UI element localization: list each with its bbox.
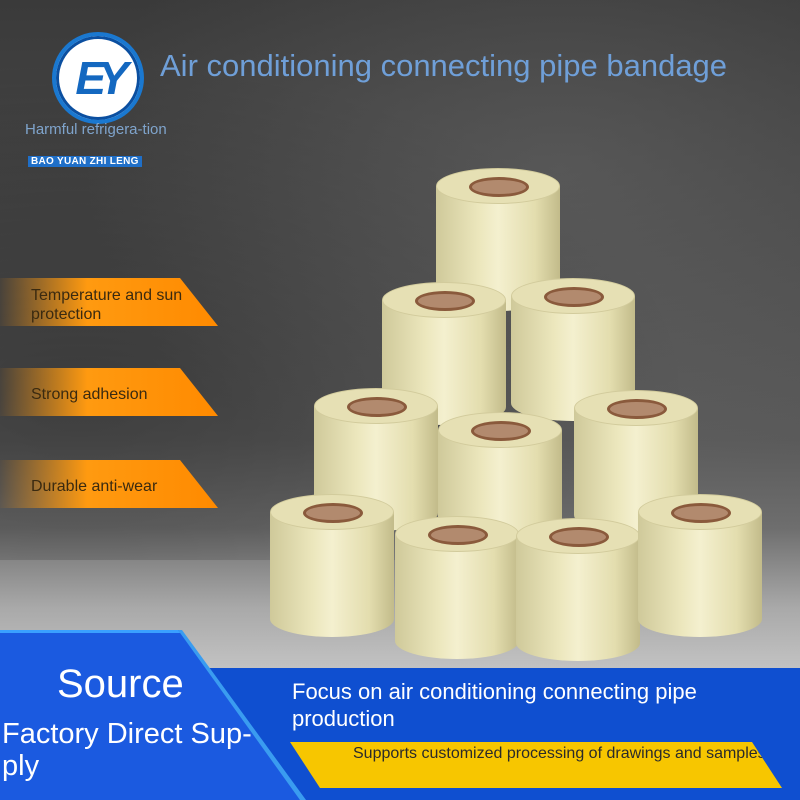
- page-title: Air conditioning connecting pipe bandage: [160, 48, 728, 83]
- roll-top: [270, 494, 394, 530]
- custom-banner: Supports customized processing of drawin…: [290, 742, 782, 788]
- roll-body: [516, 536, 640, 661]
- roll-core: [671, 503, 731, 523]
- feature-banner: Durable anti-wear: [0, 460, 218, 508]
- roll-core: [471, 421, 531, 441]
- roll-top: [314, 388, 438, 424]
- roll-top: [382, 282, 506, 318]
- roll-core: [415, 291, 475, 311]
- tagline: Harmful refrigera-tion: [25, 121, 167, 138]
- roll-body: [638, 512, 762, 637]
- roll-core: [549, 527, 609, 547]
- brand-name: BAO YUAN ZHI LENG: [28, 156, 142, 167]
- focus-text: Focus on air conditioning connecting pip…: [292, 679, 697, 731]
- roll-top: [395, 516, 519, 552]
- roll-top: [436, 168, 560, 204]
- roll-core: [347, 397, 407, 417]
- logo-letters: EY: [75, 52, 128, 104]
- roll-top: [516, 518, 640, 554]
- source-heading: Source: [57, 662, 184, 706]
- feature-text: Strong adhesion: [31, 386, 148, 403]
- roll-core: [469, 177, 529, 197]
- brand-logo: EY: [52, 32, 144, 124]
- roll-body: [395, 534, 519, 659]
- roll-top: [638, 494, 762, 530]
- feature-text: Durable anti-wear: [31, 478, 158, 495]
- roll-core: [428, 525, 488, 545]
- feature-banner: Strong adhesion: [0, 368, 218, 416]
- roll-top: [511, 278, 635, 314]
- roll-core: [607, 399, 667, 419]
- roll-core: [303, 503, 363, 523]
- roll-core: [544, 287, 604, 307]
- roll-top: [438, 412, 562, 448]
- roll-body: [270, 512, 394, 637]
- feature-text: Temperature and sun protection: [31, 286, 183, 323]
- custom-text: Supports customized processing of drawin…: [353, 745, 766, 762]
- roll-top: [574, 390, 698, 426]
- factory-text: Factory Direct Sup-ply: [2, 718, 252, 782]
- feature-banner: Temperature and sun protection: [0, 278, 218, 326]
